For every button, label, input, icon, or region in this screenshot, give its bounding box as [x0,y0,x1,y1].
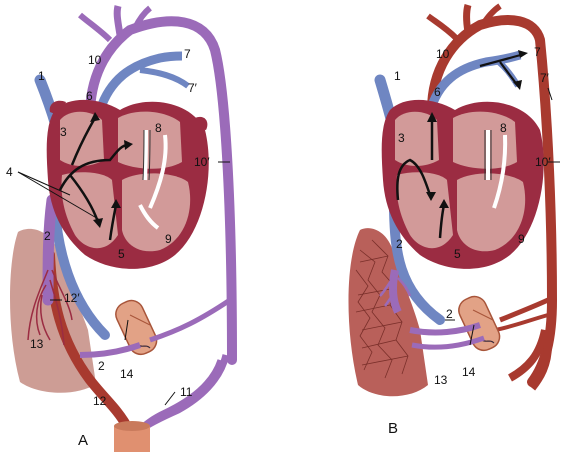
common-iliac-1 [507,329,549,382]
liver-vessels [27,269,73,346]
label-10: 10 [436,47,450,61]
label-1: 1 [38,69,45,83]
pulmonary-artery [95,51,183,112]
portal-vein [79,342,141,358]
arch-branch-2 [132,5,152,30]
label-6: 6 [86,89,93,103]
label-4: 4 [6,165,13,179]
flow-arrowheads [426,112,449,208]
label-8: 8 [500,121,507,135]
right-atrium [395,111,439,166]
label-10-prime: 10′ [194,155,210,169]
umbilical-artery-2 [136,359,223,432]
left-ventricle [457,173,526,252]
arch-branch-1 [463,4,472,33]
label-11: 11 [180,385,193,399]
arch-branch-1 [113,5,124,36]
pulmonary-arrowhead-1 [518,50,528,58]
label-2: 2 [396,237,403,251]
lead-lines [17,161,230,406]
right-ventricle [61,172,118,249]
umbilical-vein-loop [149,297,232,343]
white-arrow-outline [484,130,492,181]
label-10: 10 [88,53,102,67]
white-arrow-outline [142,129,151,181]
label-12-prime: 12′ [64,291,80,305]
liver [348,228,428,397]
label-13: 13 [434,373,448,387]
mesenteric-artery [494,313,549,332]
inferior-vena-cava [389,205,445,325]
label-5: 5 [118,247,125,261]
label-7-prime: 7′ [540,71,550,85]
panel-letter-a: A [78,432,88,449]
label-3: 3 [60,125,67,139]
pulmonary-branch [139,67,190,89]
label-1: 1 [394,69,401,83]
placenta [114,421,150,452]
splenic-veins [409,322,481,336]
common-iliac-2 [528,344,552,391]
splenic-vein-2 [411,335,485,350]
label-6: 6 [434,85,441,99]
label-14: 14 [120,367,134,381]
aortic-arch [85,16,237,365]
arch-branch-3 [426,13,459,41]
label-10-prime: 10′ [535,155,551,169]
label-2b: 2 [446,307,453,321]
panel-letter-b: B [388,420,398,437]
label-7-prime: 7′ [188,81,198,95]
right-atrium [60,111,104,166]
white-flow-arrows [138,129,168,230]
label-12: 12 [93,394,107,408]
lead-lines [445,87,560,346]
white-flow-arrows [486,130,508,209]
flow-arrowheads [90,112,133,228]
pulmonary-arrowhead-2 [513,80,522,90]
aortic-arch [427,15,545,111]
arch-branch-3 [78,12,113,43]
portal-branches [379,274,412,307]
intestine [115,299,158,356]
arch-branch-2 [479,3,502,28]
label-9: 9 [518,232,525,246]
right-ventricle [396,172,453,249]
panel-b: 1 10 7 7′ 6 3 8 10′ 9 2 5 2 14 13 B [348,3,560,437]
left-auricle [195,116,208,130]
label-2: 2 [44,229,51,243]
liver-texture [355,239,409,379]
label-14: 14 [462,365,476,379]
renal-arteries [499,297,550,323]
left-ventricle [122,173,191,252]
inferior-vena-cava [50,205,110,340]
panel-a: 1 10 7 7′ 6 3 8 4 10′ 9 2 5 12′ 13 2 14 … [6,5,237,452]
ductus-venosus [42,194,58,306]
label-3: 3 [398,131,405,145]
right-auricle [49,100,66,116]
label-7: 7 [184,47,191,61]
label-13: 13 [30,337,44,351]
label-9: 9 [165,232,172,246]
label-2b: 2 [98,359,105,373]
label-5: 5 [454,247,461,261]
label-8: 8 [155,121,162,135]
label-7: 7 [534,45,541,59]
